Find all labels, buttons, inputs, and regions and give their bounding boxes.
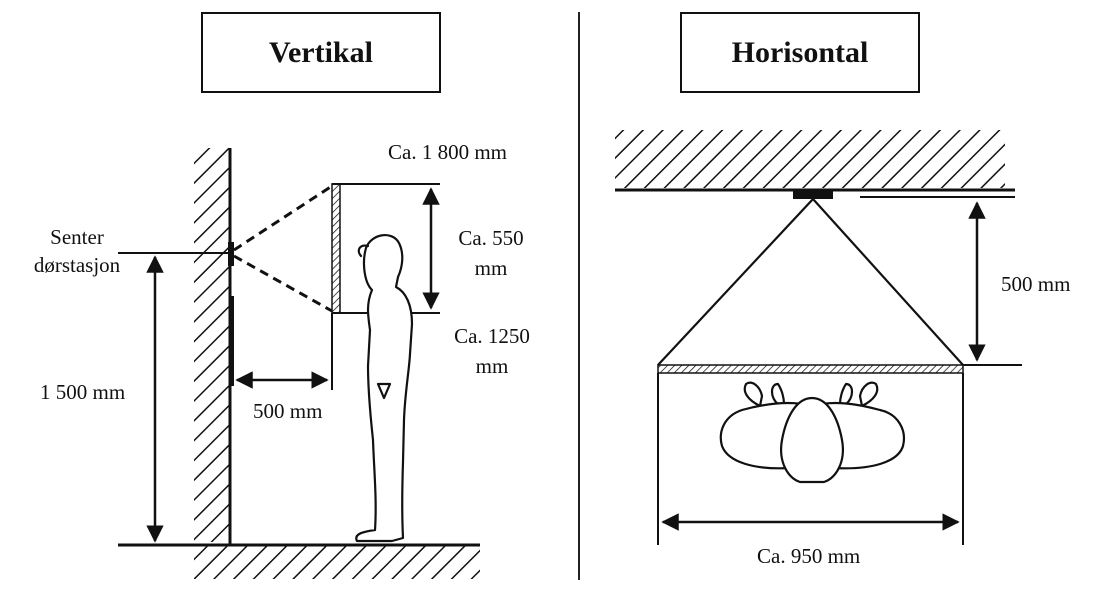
door-station-icon bbox=[229, 296, 234, 386]
person-top-icon bbox=[719, 381, 905, 484]
label-center-line1: Senter bbox=[50, 225, 104, 249]
view-cone-lower bbox=[233, 254, 333, 313]
label-ceiling-height: Ca. 1 800 mm bbox=[388, 140, 507, 164]
horizontal-ceiling bbox=[615, 130, 1015, 198]
label-center-line2: dørstasjon bbox=[33, 253, 121, 277]
label-distance-vertical: 500 mm bbox=[253, 399, 323, 423]
label-width: Ca. 950 mm bbox=[757, 544, 861, 568]
label-view-height-line2: mm bbox=[474, 256, 508, 280]
vertical-wall bbox=[194, 148, 232, 545]
title-horizontal: Horisontal bbox=[680, 12, 920, 93]
label-mount-height: 1 500 mm bbox=[40, 380, 126, 404]
view-field-bar bbox=[331, 183, 341, 314]
person-side-icon bbox=[355, 234, 414, 543]
door-station-top-icon bbox=[793, 191, 833, 199]
label-view-height: Ca. 550 mm bbox=[448, 223, 534, 283]
label-lower-height-line2: mm bbox=[475, 354, 509, 378]
label-view-height-line1: Ca. 550 bbox=[458, 226, 524, 250]
view-field-bar-horizontal bbox=[657, 364, 964, 374]
label-center: Senter dørstasjon bbox=[22, 222, 132, 280]
title-vertical: Vertikal bbox=[201, 12, 441, 93]
vertical-floor bbox=[118, 543, 480, 579]
view-cone-left bbox=[657, 198, 814, 366]
label-lower-height-line1: Ca. 1250 bbox=[454, 324, 530, 348]
label-distance-horizontal: 500 mm bbox=[1001, 272, 1071, 296]
view-cone-upper bbox=[233, 184, 333, 252]
label-lower-height: Ca. 1250 mm bbox=[446, 321, 538, 381]
view-cone-right bbox=[812, 198, 964, 366]
